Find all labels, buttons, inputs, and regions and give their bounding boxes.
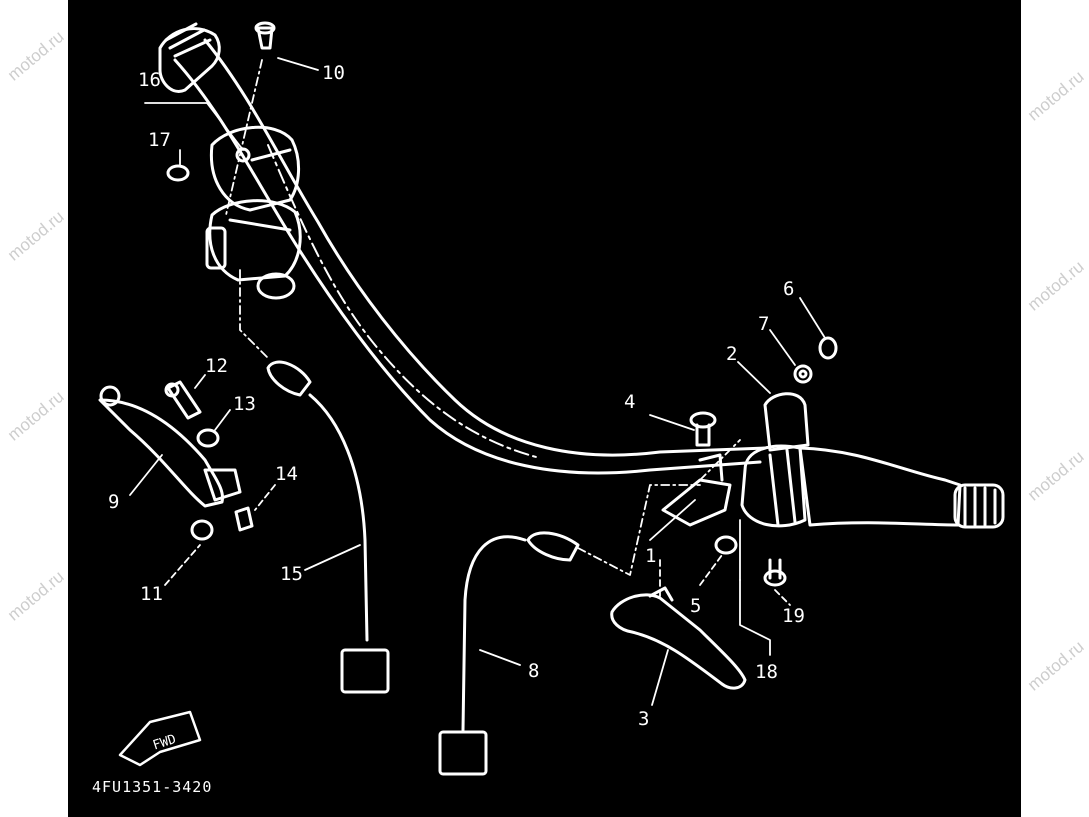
handlebar xyxy=(173,38,767,475)
callout-15: 15 xyxy=(280,563,303,585)
clutch-lever xyxy=(98,385,242,508)
bolt-6 xyxy=(818,336,838,360)
left-grip xyxy=(158,22,221,93)
brake-switch-8 xyxy=(438,531,580,776)
callout-1: 1 xyxy=(645,545,656,567)
callout-11: 11 xyxy=(140,583,163,605)
callout-18: 18 xyxy=(755,661,778,683)
callout-10: 10 xyxy=(322,62,345,84)
left-switch-housing xyxy=(205,125,302,300)
washer-7 xyxy=(793,364,813,384)
callout-13: 13 xyxy=(233,393,256,415)
brake-lever xyxy=(610,586,747,690)
right-grip xyxy=(798,446,1005,529)
callout-numbers: 10 16 17 12 13 14 9 11 15 8 6 7 2 4 1 5 … xyxy=(108,62,805,730)
nut-5 xyxy=(714,535,738,555)
fwd-label: FWD xyxy=(151,732,178,754)
bolt-12 xyxy=(164,380,202,420)
callout-14: 14 xyxy=(275,463,298,485)
clutch-switch-15 xyxy=(266,360,390,694)
callout-8: 8 xyxy=(528,660,539,682)
callout-3: 3 xyxy=(638,708,649,730)
diagram-panel xyxy=(68,0,1021,817)
callout-5: 5 xyxy=(690,595,701,617)
screw-17 xyxy=(166,164,190,182)
nut-13 xyxy=(196,428,220,448)
nut-11 xyxy=(190,519,214,541)
bolt-19 xyxy=(763,558,787,587)
callout-4: 4 xyxy=(624,391,635,413)
callout-9: 9 xyxy=(108,491,119,513)
screw-14 xyxy=(234,506,254,532)
callout-16: 16 xyxy=(138,69,161,91)
screw-10 xyxy=(254,21,276,50)
right-switch-housing xyxy=(740,392,810,528)
diagram-code: 4FU1351-3420 xyxy=(92,778,213,796)
callout-17: 17 xyxy=(148,129,171,151)
leader-lines xyxy=(129,57,826,706)
callout-7: 7 xyxy=(758,313,769,335)
callout-19: 19 xyxy=(782,605,805,627)
callout-12: 12 xyxy=(205,355,228,377)
bolt-4 xyxy=(689,411,717,447)
fwd-arrow-icon: FWD xyxy=(118,710,202,767)
callout-2: 2 xyxy=(726,343,737,365)
callout-6: 6 xyxy=(783,278,794,300)
